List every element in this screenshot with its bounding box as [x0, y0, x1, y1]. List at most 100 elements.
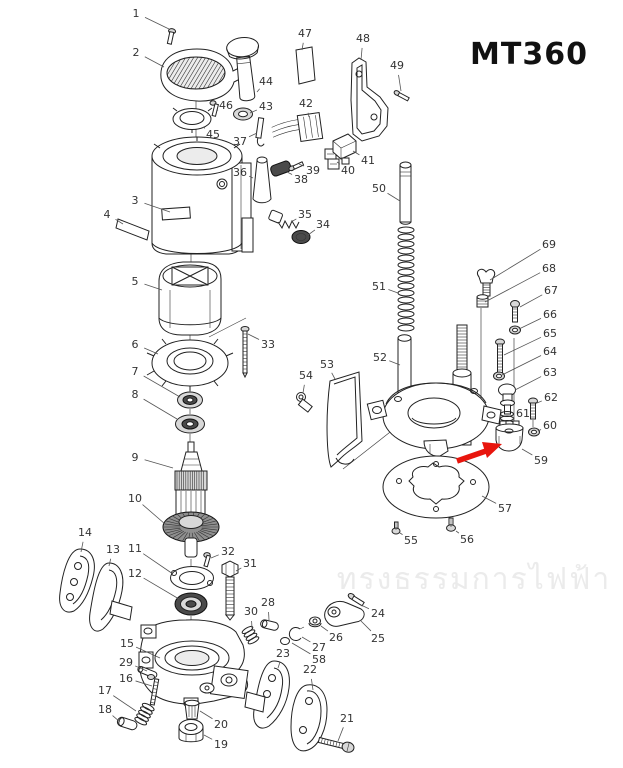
part-9-armature: [174, 441, 208, 524]
part-label-64: 64: [543, 345, 557, 358]
part-label-25: 25: [371, 632, 385, 645]
part-62-screw: [528, 397, 538, 420]
part-label-1: 1: [133, 7, 140, 20]
part-label-43: 43: [259, 100, 273, 113]
part-15-base-housing: [138, 619, 249, 708]
part-label-23: 23: [276, 647, 290, 660]
part-label-30: 30: [244, 605, 258, 618]
part-label-50: 50: [372, 182, 386, 195]
part-label-9: 9: [132, 451, 139, 464]
part-label-19: 19: [214, 738, 228, 751]
part-label-14: 14: [78, 526, 92, 539]
leader-line-31: [235, 567, 242, 572]
part-3-motor-housing: [151, 136, 254, 255]
leader-line-58: [291, 642, 311, 655]
part-1-screw: [166, 28, 176, 45]
part-label-20: 20: [214, 718, 228, 731]
leader-line-66: [518, 317, 542, 330]
leader-line-57: [481, 495, 497, 504]
leader-line-43: [249, 109, 257, 114]
leader-line-47: [301, 42, 304, 51]
part-label-68: 68: [542, 262, 556, 275]
highlight-arrow-shaft: [456, 448, 487, 464]
part-48-bracket: [350, 57, 389, 142]
part-label-46: 46: [219, 99, 233, 112]
part-10-gear: [162, 511, 220, 558]
leader-line-4: [115, 218, 124, 225]
part-11-washer: [170, 566, 214, 590]
part-35-brush-cap: [268, 209, 300, 230]
part-label-41: 41: [361, 154, 375, 167]
part-label-21: 21: [340, 712, 354, 725]
leader-line-63: [514, 376, 542, 391]
part-17-spring: [134, 702, 155, 726]
part-label-62: 62: [544, 391, 558, 404]
part-13-handle: [89, 562, 133, 632]
part-label-67: 67: [544, 284, 558, 297]
model-number: MT360: [470, 37, 588, 72]
part-label-12: 12: [128, 567, 142, 580]
part-21-bolt: [317, 736, 355, 753]
part-label-42: 42: [299, 97, 313, 110]
part-label-15: 15: [120, 637, 134, 650]
leader-line-62: [536, 400, 542, 404]
part-58-ring: [280, 637, 290, 645]
part-68-nut: [476, 294, 489, 308]
part-16-screw: [147, 674, 160, 706]
part-label-36: 36: [233, 166, 247, 179]
part-50-rod: [399, 161, 412, 225]
part-label-24: 24: [371, 607, 385, 620]
part-65-screw: [495, 338, 505, 375]
part-label-4: 4: [104, 208, 111, 221]
leader-line-53: [331, 372, 336, 380]
part-label-22: 22: [303, 663, 317, 676]
part-20-collet-cone: [184, 699, 200, 720]
leader-line-60: [537, 429, 542, 432]
leader-line-65: [503, 336, 542, 356]
part-label-32: 32: [221, 545, 235, 558]
leader-line-13: [108, 558, 112, 567]
part-label-57: 57: [498, 502, 512, 515]
part-22-handle-plate: [290, 684, 328, 752]
part-66-nut: [509, 325, 521, 335]
part-label-18: 18: [98, 703, 112, 716]
part-label-52: 52: [373, 351, 387, 364]
leader-line-56: [455, 530, 460, 534]
leader-line-16: [135, 680, 153, 687]
leader-line-32: [210, 554, 219, 559]
part-6-insulation-ring: [146, 338, 234, 391]
part-label-27: 27: [312, 641, 326, 654]
leader-line-41: [352, 150, 360, 156]
part-8-bearing: [175, 414, 205, 434]
part-42-connector: [271, 112, 324, 142]
part-46-screw: [209, 100, 219, 117]
part-label-63: 63: [543, 366, 557, 379]
part-label-26: 26: [329, 631, 343, 644]
part-12-bearing: [174, 592, 208, 616]
part-43-ring: [233, 107, 253, 121]
leader-line-15: [135, 646, 161, 659]
part-label-47: 47: [298, 27, 312, 40]
part-55-screw: [391, 521, 401, 535]
part-19-collet-nut: [178, 719, 204, 743]
part-56-screw: [446, 517, 456, 532]
leader-line-50: [387, 192, 401, 202]
part-26-nut: [308, 616, 322, 628]
leader-line-17: [113, 695, 137, 712]
leader-line-40: [336, 161, 341, 165]
leader-line-18: [112, 715, 121, 723]
leader-line-68: [484, 272, 541, 303]
part-label-29: 29: [119, 656, 133, 669]
part-label-44: 44: [259, 75, 273, 88]
part-38-brush: [270, 160, 292, 177]
part-60-nut: [528, 427, 540, 437]
part-label-53: 53: [320, 358, 334, 371]
part-24-screw: [347, 592, 365, 607]
part-label-38: 38: [294, 173, 308, 186]
part-label-59: 59: [534, 454, 548, 467]
part-7-bearing: [177, 391, 203, 409]
part-label-11: 11: [128, 542, 142, 555]
part-37-carbon-brush: [255, 117, 265, 147]
leader-line-55: [399, 532, 403, 535]
